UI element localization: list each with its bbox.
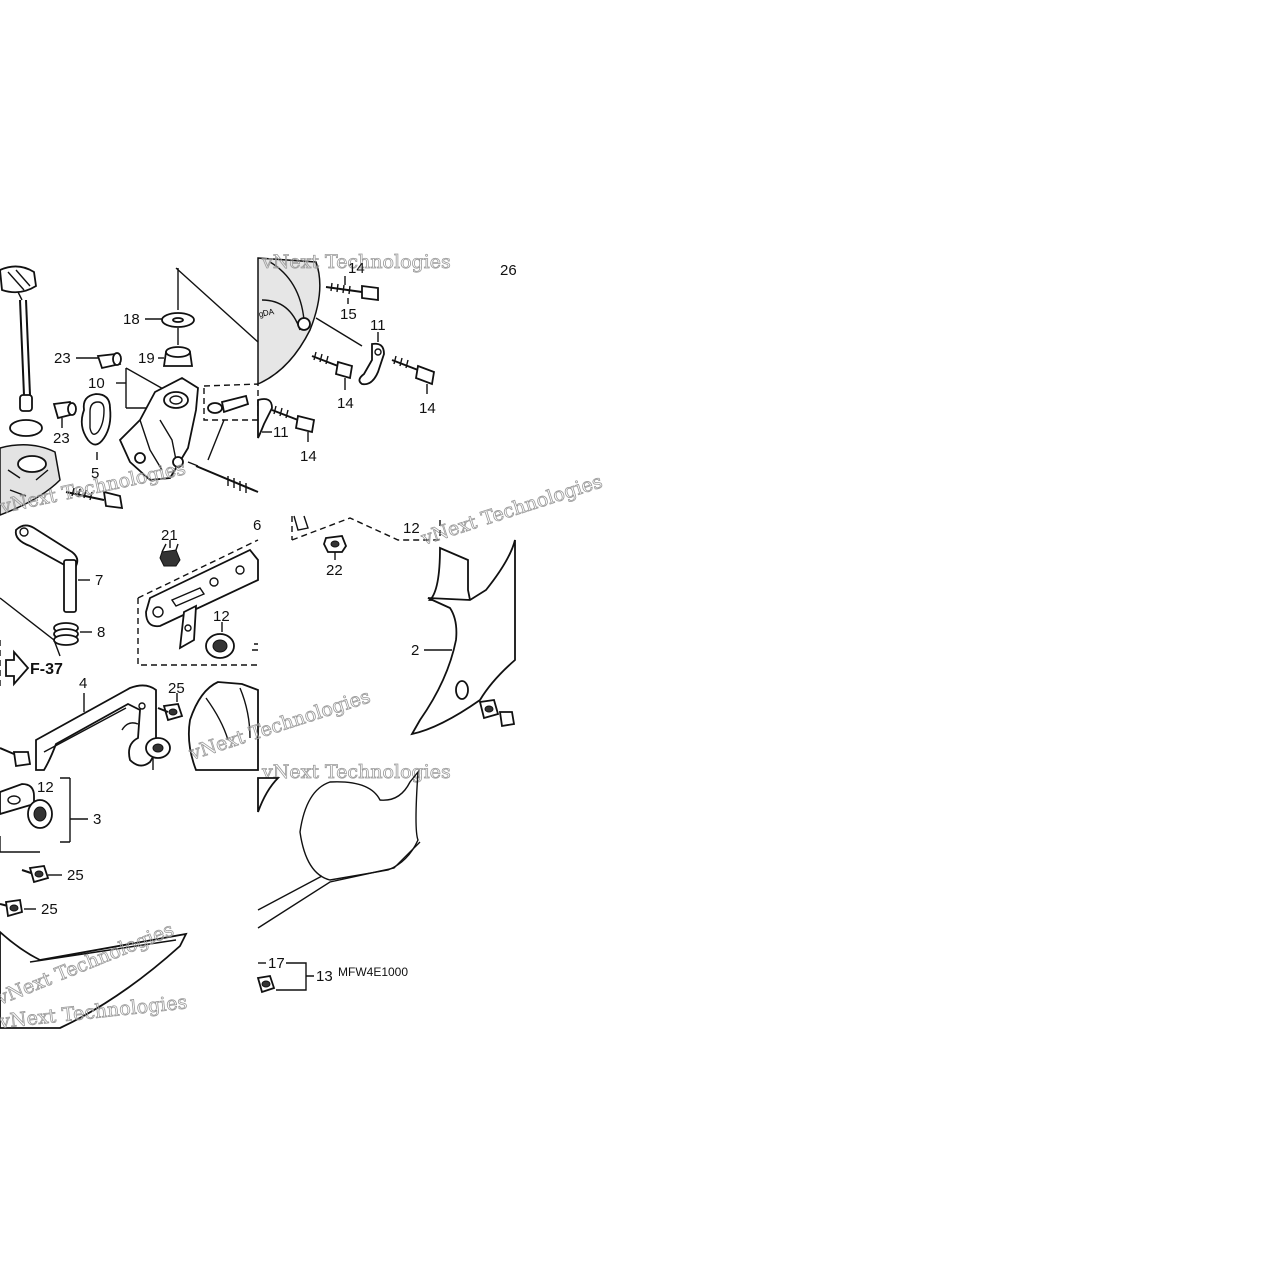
watermark-d: vNext Technologies bbox=[418, 471, 605, 551]
panel-top-right: ᵍᴰᴬ vNext Technologies 14 15 11 14 bbox=[257, 251, 517, 465]
bolt-panel-e-left bbox=[0, 747, 32, 768]
gasket-5 bbox=[80, 393, 112, 446]
bolt-14-mid-left bbox=[311, 351, 354, 380]
engine-cover-fragment bbox=[187, 681, 259, 771]
callout-18: 18 bbox=[123, 311, 140, 328]
bolt-25-middle bbox=[21, 865, 50, 884]
bolt-panel-d bbox=[478, 698, 516, 728]
callout-22: 22 bbox=[326, 562, 343, 579]
watermark-b: vNext Technologies bbox=[261, 251, 451, 273]
washer-18 bbox=[161, 312, 195, 328]
callout-15: 15 bbox=[340, 306, 357, 323]
callout-25-middle: 25 bbox=[67, 867, 84, 884]
guard-plate-4 bbox=[35, 684, 157, 771]
bolt-13-assembly bbox=[256, 974, 276, 994]
diagram-code: MFW4E1000 bbox=[338, 965, 408, 979]
callout-11-lower: 11 bbox=[273, 424, 289, 441]
callout-14-lower: 14 bbox=[300, 448, 317, 465]
nut-19 bbox=[162, 346, 194, 367]
bolt-25-upper bbox=[157, 703, 184, 722]
stamped-logo-fragment: ᵍᴰᴬ bbox=[258, 306, 276, 323]
callout-3: 3 bbox=[93, 811, 101, 828]
callout-12-panel-c: 12 bbox=[213, 608, 230, 625]
right-arrow-outline-icon bbox=[5, 649, 30, 687]
callout-2: 2 bbox=[411, 642, 419, 659]
callout-19: 19 bbox=[138, 350, 155, 367]
bolt-14-right bbox=[391, 355, 436, 386]
o-ring bbox=[9, 419, 43, 437]
clamp-11-lower bbox=[257, 398, 273, 439]
callout-13: 13 bbox=[316, 968, 333, 985]
bracket-3 bbox=[0, 783, 53, 829]
left-crankcase-cover-fragment: ᵍᴰᴬ bbox=[257, 257, 321, 386]
callout-12-panel-e: 12 bbox=[37, 779, 54, 796]
callout-11-upper: 11 bbox=[370, 317, 386, 334]
callout-14-right: 14 bbox=[419, 400, 436, 417]
watermark-f: vNext Technologies bbox=[261, 761, 451, 783]
reference-arrow-f37[interactable]: F-37 bbox=[5, 649, 63, 687]
panel-lower-right: vNext Technologies 17 13 MFW4E1000 bbox=[256, 761, 451, 994]
callout-21: 21 bbox=[161, 527, 178, 544]
callout-10: 10 bbox=[88, 375, 105, 392]
panel-middle-left: 7 8 F-37 21 6 bbox=[0, 517, 261, 690]
reference-label: F-37 bbox=[30, 661, 63, 678]
shift-arm-7 bbox=[14, 524, 79, 613]
callout-14-mid-left: 14 bbox=[337, 395, 354, 412]
dowel-pin-23-lower bbox=[52, 401, 77, 420]
clamp-11-upper bbox=[358, 342, 385, 386]
bolt-detail bbox=[207, 394, 250, 414]
bolt-14-lower bbox=[271, 405, 316, 434]
bracket-plate-6 bbox=[145, 548, 259, 650]
bolt-14-top bbox=[325, 282, 379, 302]
nut-22 bbox=[323, 535, 348, 553]
flange-bolt-panel-a bbox=[65, 487, 124, 510]
crankcase-fragment bbox=[0, 444, 61, 516]
callout-25-upper: 25 bbox=[168, 680, 185, 697]
callout-6: 6 bbox=[253, 517, 261, 534]
callout-23-lower: 23 bbox=[53, 430, 70, 447]
callout-12-panel-d: 12 bbox=[403, 520, 420, 537]
callout-7: 7 bbox=[95, 572, 103, 589]
oil-filler-cap bbox=[0, 265, 37, 412]
grommet-12-panel-c bbox=[205, 633, 235, 659]
callout-23-upper: 23 bbox=[54, 350, 71, 367]
callout-4: 4 bbox=[79, 675, 87, 692]
callout-26: 26 bbox=[500, 262, 517, 279]
panel-top-left: 18 19 23 23 10 bbox=[0, 265, 259, 519]
dowel-pin-23-upper bbox=[96, 352, 122, 370]
callout-25-lower: 25 bbox=[41, 901, 58, 918]
callout-5: 5 bbox=[91, 465, 99, 482]
bolt-25-lower bbox=[0, 898, 24, 918]
callout-8: 8 bbox=[97, 624, 105, 641]
clip-21 bbox=[159, 543, 181, 567]
callout-14-top: 14 bbox=[348, 260, 365, 277]
callout-17: 17 bbox=[268, 955, 285, 972]
return-spring-8 bbox=[53, 622, 79, 657]
skid-plate-fragment bbox=[0, 930, 188, 1029]
undercover-fragment bbox=[257, 769, 421, 929]
skid-plate-2 bbox=[410, 539, 516, 736]
gearshift-housing-10 bbox=[118, 376, 199, 481]
